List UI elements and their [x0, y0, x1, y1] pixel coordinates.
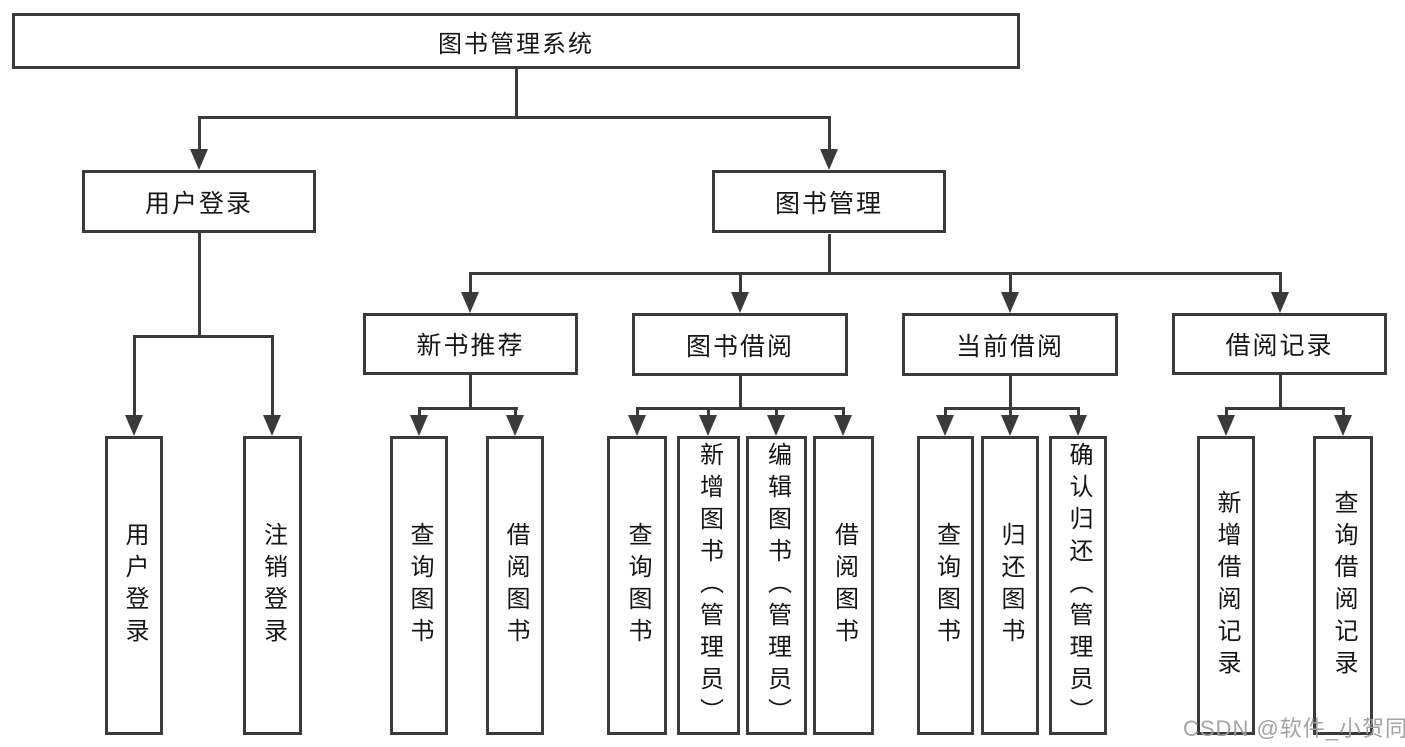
edge-root-drop: [515, 69, 518, 118]
edge-to-leaf: [944, 407, 947, 418]
node-book-management-branch: 图书管理: [712, 170, 946, 233]
leaf-label: 查询图书: [624, 521, 651, 650]
arrow-down-icon: [410, 415, 428, 436]
edge-to-leaf: [271, 335, 274, 417]
leaf-label: 新增图书（管理员）: [695, 441, 723, 730]
node-borrow-records: 借阅记录: [1172, 313, 1387, 375]
node-root-label: 图书管理系统: [438, 30, 594, 58]
edge-to-group: [1279, 272, 1282, 294]
node-new-book-recommend: 新书推荐: [363, 313, 578, 375]
edge-group-drop: [1279, 374, 1282, 410]
edge-to-group: [739, 272, 742, 294]
edge-group-bus: [418, 407, 518, 410]
leaf-add-borrow-record: 新增借阅记录: [1197, 436, 1255, 735]
edge-user-login-bus: [133, 335, 274, 338]
edge-to-leaf: [418, 407, 421, 418]
edge-to-leaf: [1342, 407, 1345, 418]
leaf-label: 归还图书: [997, 521, 1024, 650]
leaf-confirm-return-admin: 确认归还（管理员）: [1049, 436, 1107, 735]
arrow-down-icon: [820, 149, 838, 170]
arrow-down-icon: [190, 149, 208, 170]
arrow-down-icon: [936, 415, 954, 436]
edge-to-leaf: [775, 407, 778, 418]
leaf-borrow-books-recommend: 借阅图书: [486, 436, 544, 735]
edge-to-leaf: [842, 407, 845, 418]
edge-to-leaf: [1009, 407, 1012, 418]
arrow-down-icon: [834, 415, 852, 436]
edge-group-drop: [469, 374, 472, 410]
edge-to-leaf: [1225, 407, 1228, 418]
edge-level2-bus: [469, 272, 1282, 275]
leaf-label: 编辑图书（管理员）: [763, 441, 791, 730]
edge-to-leaf: [1077, 407, 1080, 418]
leaf-label: 查询图书: [406, 521, 433, 650]
leaf-label: 注销登录: [259, 521, 287, 650]
node-label: 用户登录: [144, 189, 253, 218]
arrow-down-icon: [731, 292, 749, 313]
leaf-query-borrow-record: 查询借阅记录: [1313, 436, 1373, 735]
leaf-query-books-current: 查询图书: [917, 436, 974, 735]
node-current-borrow: 当前借阅: [902, 313, 1118, 376]
arrow-down-icon: [767, 415, 785, 436]
arrow-down-icon: [1069, 415, 1087, 436]
node-label: 新书推荐: [416, 332, 525, 360]
arrow-down-icon: [125, 415, 143, 436]
edge-group-bus: [944, 407, 1080, 410]
leaf-query-books-borrow: 查询图书: [607, 436, 667, 735]
leaf-add-books-admin: 新增图书（管理员）: [677, 436, 740, 735]
node-label: 图书管理: [774, 189, 883, 218]
edge-to-leaf: [636, 407, 639, 418]
arrow-down-icon: [628, 415, 646, 436]
edge-book-management-drop: [828, 234, 831, 274]
leaf-edit-books-admin: 编辑图书（管理员）: [746, 436, 807, 735]
node-label: 借阅记录: [1225, 332, 1334, 360]
leaf-label: 查询借阅记录: [1330, 489, 1357, 682]
leaf-borrow-books: 借阅图书: [813, 436, 874, 735]
leaf-return-books: 归还图书: [981, 436, 1039, 735]
edge-to-leaf: [707, 407, 710, 418]
leaf-user-login: 用户登录: [105, 436, 163, 735]
leaf-label: 确认归还（管理员）: [1065, 441, 1092, 730]
arrow-down-icon: [1001, 415, 1019, 436]
leaf-label: 查询图书: [932, 521, 960, 650]
edge-group-drop: [739, 376, 742, 410]
arrow-down-icon: [1001, 292, 1019, 313]
arrow-down-icon: [1217, 415, 1235, 436]
edge-level1-bus: [198, 116, 831, 119]
leaf-label: 借阅图书: [502, 521, 529, 650]
leaf-query-books-recommend: 查询图书: [390, 436, 448, 735]
edge-to-leaf: [133, 335, 136, 417]
arrow-down-icon: [1334, 415, 1352, 436]
node-book-borrow: 图书借阅: [632, 313, 848, 376]
node-label: 图书借阅: [685, 332, 794, 361]
edge-to-user-login: [198, 116, 201, 150]
leaf-label: 用户登录: [121, 521, 148, 650]
node-label: 当前借阅: [955, 332, 1064, 361]
edge-group-bus: [1225, 407, 1345, 410]
arrow-down-icon: [461, 292, 479, 313]
node-root: 图书管理系统: [12, 13, 1020, 69]
leaf-label: 借阅图书: [830, 521, 858, 650]
leaf-label: 新增借阅记录: [1213, 489, 1240, 682]
edge-group-bus: [636, 407, 845, 410]
arrow-down-icon: [506, 415, 524, 436]
edge-group-drop: [1009, 376, 1012, 410]
edge-to-book-management: [828, 116, 831, 150]
arrow-down-icon: [699, 415, 717, 436]
edge-to-group: [1009, 272, 1012, 294]
arrow-down-icon: [263, 415, 281, 436]
edge-to-leaf: [514, 407, 517, 418]
edge-user-login-drop: [198, 233, 201, 337]
arrow-down-icon: [1271, 292, 1289, 313]
node-user-login-branch: 用户登录: [82, 170, 316, 233]
leaf-logout: 注销登录: [243, 436, 302, 735]
edge-to-group: [469, 272, 472, 294]
csdn-watermark: CSDN @软件_小贺同学: [1183, 716, 1405, 741]
